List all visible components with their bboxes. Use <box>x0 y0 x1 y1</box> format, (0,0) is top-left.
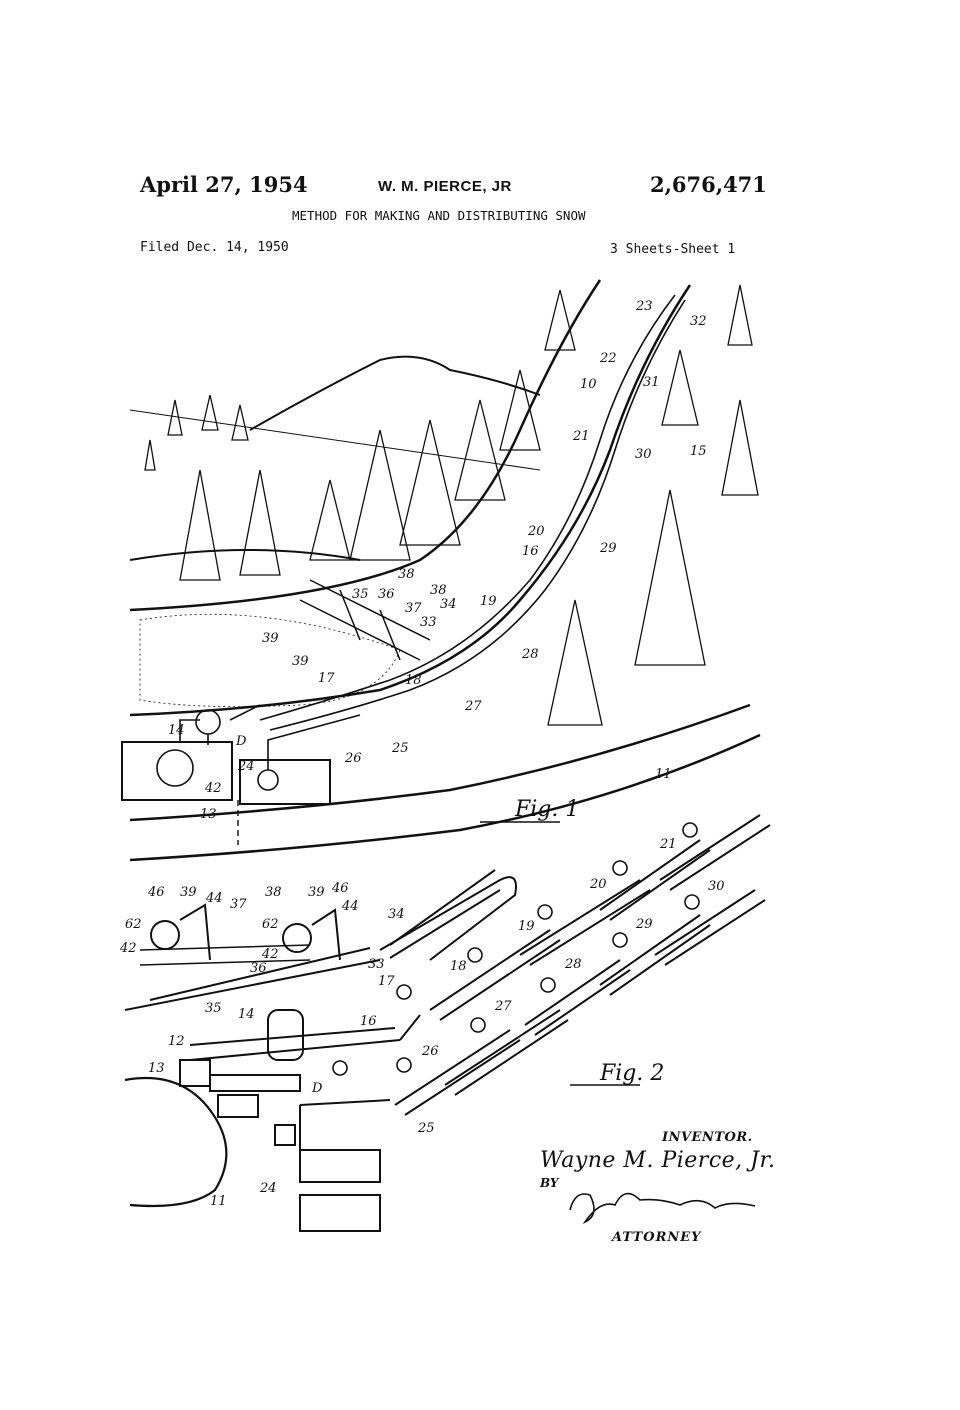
ref-36-fig2: 36 <box>250 961 267 976</box>
ref-39-fig2-b: 39 <box>308 885 325 900</box>
ref-35: 35 <box>352 587 369 602</box>
sheet-count: 3 Sheets-Sheet 1 <box>610 242 736 257</box>
ref-37: 37 <box>405 601 422 616</box>
ref-19: 19 <box>480 594 497 609</box>
ref-28: 28 <box>521 647 539 662</box>
ref-11: 11 <box>655 767 672 782</box>
inventor-name: Wayne M. Pierce, Jr. <box>540 1148 776 1173</box>
ref-20-fig2: 20 <box>589 877 607 892</box>
ref-39-fig2-a: 39 <box>180 885 197 900</box>
ref-29-fig2: 29 <box>635 917 653 932</box>
ref-31: 31 <box>643 375 660 390</box>
ref-24-fig2: 24 <box>259 1181 277 1196</box>
ref-d-fig2: D <box>311 1081 323 1096</box>
attorney-signature <box>569 1192 756 1224</box>
ref-39b: 39 <box>292 654 309 669</box>
ref-14-fig2: 14 <box>238 1007 255 1022</box>
ref-30-fig2: 30 <box>708 879 725 894</box>
ref-17: 17 <box>318 671 335 686</box>
ref-33: 33 <box>420 615 437 630</box>
attorney-label: ATTORNEY <box>612 1230 702 1245</box>
ref-27: 27 <box>464 699 482 714</box>
ref-44-fig2-b: 44 <box>341 899 359 914</box>
inventor-short-name: W. M. PIERCE, JR <box>378 178 512 195</box>
patent-number: 2,676,471 <box>650 172 767 197</box>
patent-date: April 27, 1954 <box>140 172 308 197</box>
ref-18-fig2: 18 <box>450 959 467 974</box>
ref-21-fig2: 21 <box>659 837 677 852</box>
ref-30: 30 <box>635 447 652 462</box>
ref-38b: 38 <box>430 583 447 598</box>
ref-62-fig2-a: 62 <box>125 917 142 932</box>
ref-16-fig2-a: 16 <box>360 1014 377 1029</box>
ref-46-fig2-a: 46 <box>147 885 165 900</box>
fig2-schematic <box>124 814 771 1232</box>
ref-23: 23 <box>635 299 653 314</box>
ref-26-fig2: 26 <box>421 1044 439 1059</box>
ref-42: 42 <box>204 781 222 796</box>
by-label: BY <box>540 1176 559 1190</box>
ref-28-fig2: 28 <box>564 957 582 972</box>
ref-34-fig2: 34 <box>388 907 405 922</box>
ref-11-fig2: 11 <box>210 1194 227 1209</box>
ref-38-fig2: 38 <box>265 885 282 900</box>
ref-34: 34 <box>440 597 457 612</box>
ref-13: 13 <box>200 807 217 822</box>
ref-25: 25 <box>391 741 409 756</box>
fig1-label: Fig. 1 <box>514 797 579 822</box>
ref-25-fig2: 25 <box>417 1121 435 1136</box>
ref-62-fig2-b: 62 <box>262 917 279 932</box>
ref-38a: 38 <box>398 567 415 582</box>
inventor-label: INVENTOR. <box>662 1130 753 1145</box>
ref-33-fig2: 33 <box>368 957 385 972</box>
ref-24: 24 <box>237 759 255 774</box>
ref-39a: 39 <box>262 631 279 646</box>
fig2-reference-numerals: 11 12 13 14 16 17 18 19 20 21 24 25 26 2… <box>119 837 725 1209</box>
filed-date: Filed Dec. 14, 1950 <box>140 240 289 255</box>
ref-18: 18 <box>405 673 422 688</box>
ref-21: 21 <box>572 429 590 444</box>
ref-29: 29 <box>599 541 617 556</box>
fig1-reference-numerals: 10 11 13 14 15 16 17 18 19 20 21 22 23 2… <box>168 299 707 822</box>
ref-13-fig2: 13 <box>148 1061 165 1076</box>
ref-36: 36 <box>378 587 395 602</box>
fig2-label: Fig. 2 <box>599 1061 664 1086</box>
fig1-landscape <box>121 279 761 862</box>
ref-14: 14 <box>168 723 185 738</box>
ref-37-fig2: 37 <box>230 897 247 912</box>
ref-15: 15 <box>690 444 707 459</box>
ref-46-fig2-b: 46 <box>331 881 349 896</box>
ref-19-fig2: 19 <box>518 919 535 934</box>
ref-27-fig2: 27 <box>494 999 512 1014</box>
ref-42-fig2-a: 42 <box>119 941 137 956</box>
ref-16: 16 <box>522 544 539 559</box>
ref-42-fig2-b: 42 <box>261 947 279 962</box>
ref-22: 22 <box>599 351 617 366</box>
ref-d-fig1: D <box>235 734 247 749</box>
ref-12: 12 <box>168 1034 185 1049</box>
ref-44-fig2-a: 44 <box>205 891 223 906</box>
ref-10: 10 <box>580 377 597 392</box>
ref-35-fig2: 35 <box>205 1001 222 1016</box>
ref-17-fig2: 17 <box>378 974 395 989</box>
ref-26: 26 <box>344 751 362 766</box>
ref-32: 32 <box>690 314 707 329</box>
ref-20: 20 <box>527 524 545 539</box>
patent-title: METHOD FOR MAKING AND DISTRIBUTING SNOW <box>292 208 586 223</box>
